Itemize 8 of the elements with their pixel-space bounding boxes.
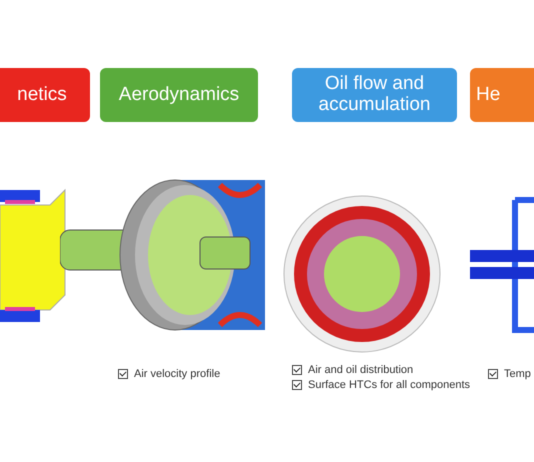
heading-box: netics [0,68,90,122]
checklist-text: Air velocity profile [134,368,220,380]
checklist-text: Air and oil distribution [308,364,414,376]
heading-box: He [470,68,534,122]
heading-box: Oil flow and accumulation [292,68,457,122]
checklist-text: Surface HTCs for all components [308,379,470,391]
checklist-text: Temp [504,368,531,380]
heading-box: Aerodynamics [100,68,258,122]
